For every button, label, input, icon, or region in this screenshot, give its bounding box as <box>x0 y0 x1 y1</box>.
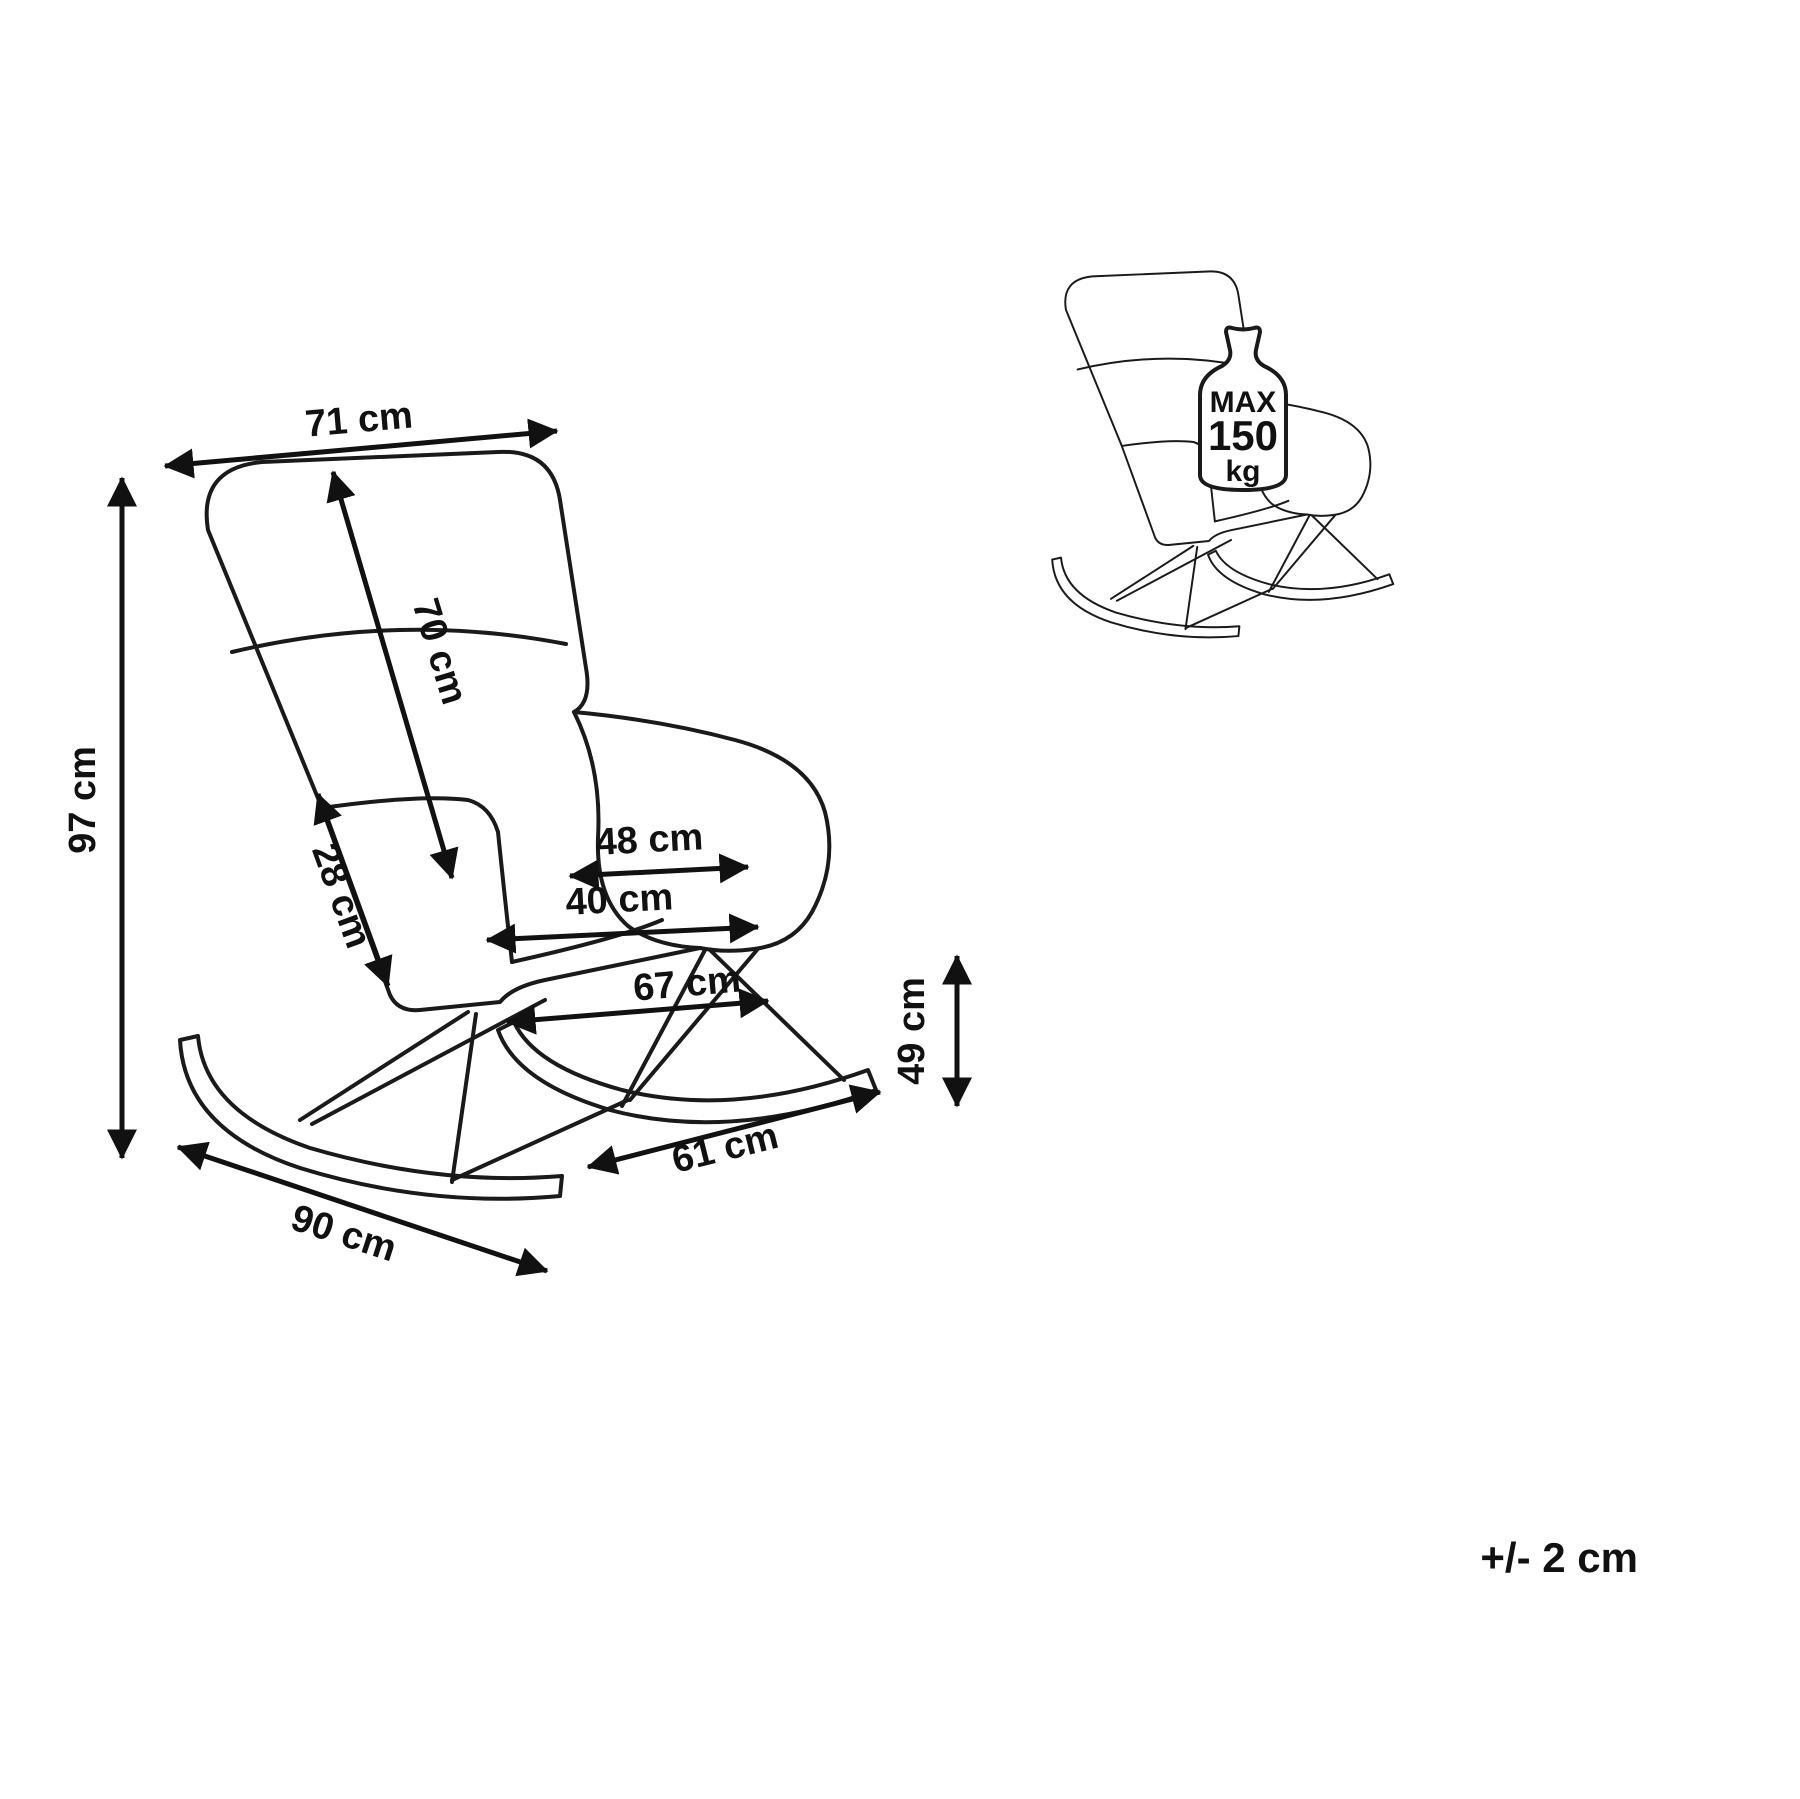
dimension-label-rocker-length: 61 cm <box>668 1115 783 1182</box>
dimension-arrow-seat-side-depth <box>313 792 393 988</box>
dimension-label-seat-width: 40 cm <box>564 876 674 924</box>
dimension-arrows <box>107 418 972 1277</box>
dimension-arrow-seat-depth <box>568 853 750 890</box>
main-chair-drawing <box>178 449 878 1201</box>
dimension-arrow-total-depth <box>176 1141 549 1277</box>
dimension-arrow-seat-width <box>485 913 760 954</box>
dimension-label-total-height: 97 cm <box>62 746 104 854</box>
dimension-arrow-seat-outer-width <box>505 988 770 1035</box>
dimension-arrow-top-width <box>163 418 559 479</box>
dimension-label-total-depth: 90 cm <box>286 1197 401 1270</box>
max-load-vase: MAX 150 kg <box>1198 325 1288 492</box>
max-load-unit: kg <box>1225 455 1260 488</box>
dimension-arrow-backrest-height <box>326 470 459 880</box>
max-load-label: MAX <box>1210 386 1277 419</box>
tolerance-note: +/- 2 cm <box>1480 1534 1638 1581</box>
dimension-label-seat-outer-width: 67 cm <box>631 958 742 1009</box>
dimension-label-seat-height: 49 cm <box>891 977 933 1085</box>
dimension-label-top-width: 71 cm <box>303 394 414 445</box>
max-load-value: 150 <box>1208 412 1278 459</box>
dimension-label-seat-depth: 48 cm <box>594 816 704 864</box>
dimension-arrow-rocker-length <box>586 1084 882 1175</box>
